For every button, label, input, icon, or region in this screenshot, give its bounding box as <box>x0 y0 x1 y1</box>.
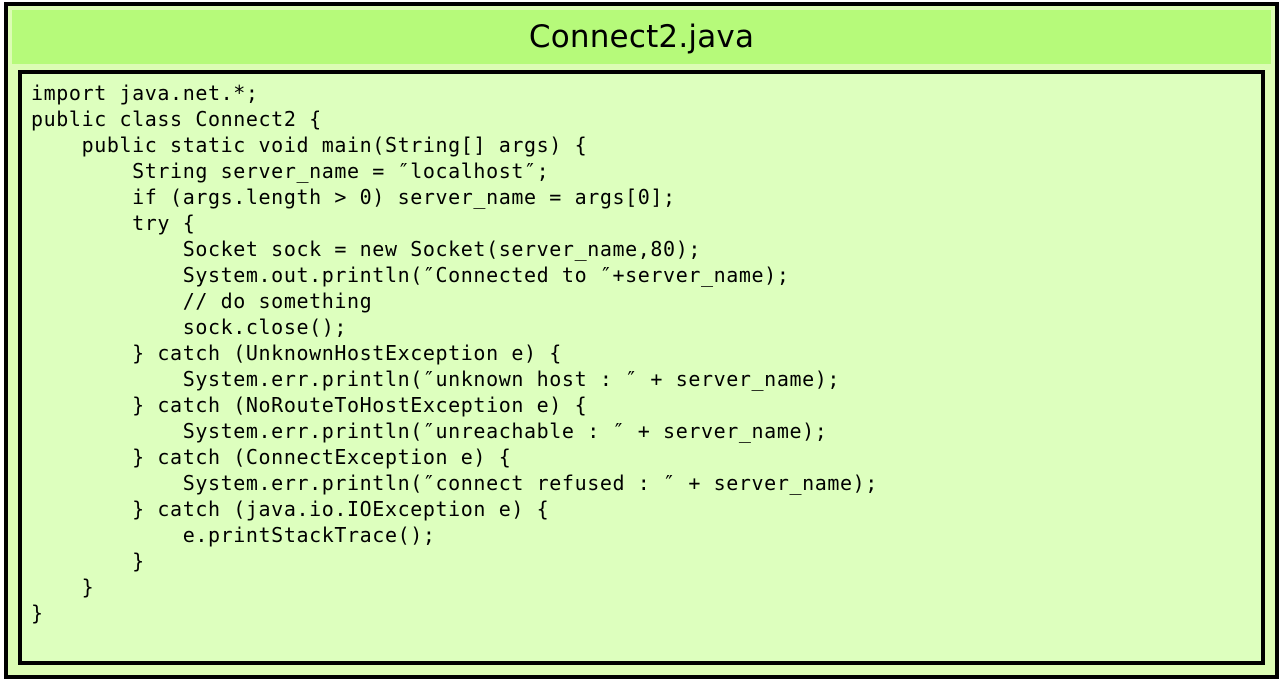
code-line: public class Connect2 { <box>31 107 322 131</box>
code-line: } catch (java.io.IOException e) { <box>31 497 550 521</box>
code-line: e.printStackTrace(); <box>31 523 436 547</box>
code-line: System.err.println(″connect refused : ″ … <box>31 471 878 495</box>
code-line: } <box>31 601 44 625</box>
code-line: sock.close(); <box>31 315 348 339</box>
code-listing: import java.net.*;public class Connect2 … <box>31 80 1259 626</box>
code-line: System.err.println(″unknown host : ″ + s… <box>31 367 841 391</box>
title-bar: Connect2.java <box>12 10 1271 64</box>
code-line: // do something <box>31 289 373 313</box>
code-line: } catch (ConnectException e) { <box>31 445 512 469</box>
code-line: try { <box>31 211 196 235</box>
page-title: Connect2.java <box>528 18 755 55</box>
code-line: } <box>31 575 95 599</box>
code-figure-frame: Connect2.java import java.net.*;public c… <box>4 2 1279 679</box>
code-line: import java.net.*; <box>31 81 259 105</box>
code-line: System.err.println(″unreachable : ″ + se… <box>31 419 828 443</box>
code-line: String server_name = ″localhost″; <box>31 159 550 183</box>
code-panel: import java.net.*;public class Connect2 … <box>18 70 1265 665</box>
code-line: public static void main(String[] args) { <box>31 133 588 157</box>
code-line: System.out.println(″Connected to ″+serve… <box>31 263 790 287</box>
code-line: Socket sock = new Socket(server_name,80)… <box>31 237 701 261</box>
banner-gap-divider <box>8 64 1275 70</box>
code-line: } catch (NoRouteToHostException e) { <box>31 393 588 417</box>
code-line: if (args.length > 0) server_name = args[… <box>31 185 676 209</box>
code-line: } <box>31 549 145 573</box>
code-line: } catch (UnknownHostException e) { <box>31 341 562 365</box>
